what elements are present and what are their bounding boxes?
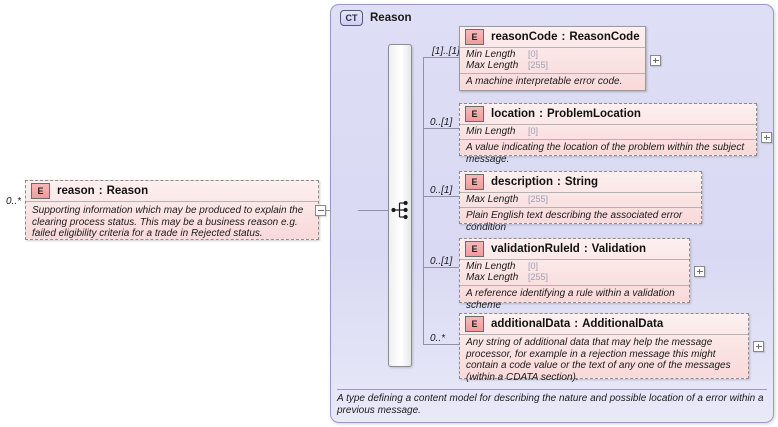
element-annotation-description: Plain English text describing the associ… bbox=[460, 207, 701, 236]
facet-label: Min Length bbox=[466, 126, 516, 137]
element-facets-location: Min Length [0] bbox=[460, 124, 756, 139]
complex-type-name: Reason bbox=[370, 12, 412, 24]
element-box-validationRuleId[interactable]: E validationRuleId : Validation Min Leng… bbox=[459, 238, 690, 311]
complex-type-title: CT Reason bbox=[340, 10, 412, 26]
facet-value: [255] bbox=[528, 272, 549, 282]
element-type-reasonCode: ReasonCode bbox=[569, 31, 640, 43]
element-badge-icon: E bbox=[465, 241, 484, 257]
facet-value: [0] bbox=[528, 49, 539, 59]
complex-type-badge-icon: CT bbox=[340, 10, 363, 26]
element-header-reasonCode: E reasonCode : ReasonCode bbox=[460, 27, 645, 47]
element-box-description[interactable]: E description : String Max Length [255] … bbox=[459, 171, 702, 233]
cardinality-reasonCode: [1]..[1] bbox=[432, 46, 460, 57]
connector-branch-trunk bbox=[423, 57, 424, 345]
facet-value: [255] bbox=[528, 60, 549, 70]
facet-label: Min Length bbox=[466, 49, 516, 60]
element-header-validationRuleId: E validationRuleId : Validation bbox=[460, 239, 689, 259]
element-type-additionalData: AdditionalData bbox=[582, 318, 664, 330]
element-type-validationRuleId: Validation bbox=[591, 243, 646, 255]
facet-row: Min Length [0] bbox=[466, 49, 639, 60]
expander-additionalData-expand[interactable] bbox=[753, 341, 764, 352]
expander-location-expand[interactable] bbox=[761, 132, 772, 143]
element-badge-icon: E bbox=[465, 316, 484, 332]
element-facets-validationRuleId: Min Length [0] Max Length [255] bbox=[460, 259, 689, 285]
element-facets-description: Max Length [255] bbox=[460, 192, 701, 207]
element-type-description: String bbox=[564, 176, 599, 188]
facet-row: Min Length [0] bbox=[466, 126, 750, 137]
expander-validationRuleId-expand[interactable] bbox=[694, 266, 705, 277]
complex-type-footer-annotation: A type defining a content model for desc… bbox=[337, 389, 767, 416]
element-badge-icon: E bbox=[465, 174, 484, 190]
facet-label: Max Length bbox=[466, 60, 519, 71]
expander-reasonCode-expand[interactable] bbox=[650, 55, 661, 66]
element-type-separator: : bbox=[561, 31, 566, 43]
element-type-separator: : bbox=[539, 108, 543, 120]
element-box-reason[interactable]: E reason : Reason Supporting information… bbox=[25, 180, 319, 240]
connector-to-location bbox=[423, 128, 459, 129]
cardinality-reason: 0..* bbox=[6, 196, 22, 207]
element-facets-reasonCode: Min Length [0] Max Length [255] bbox=[460, 47, 645, 73]
facet-value: [0] bbox=[528, 126, 539, 136]
element-name-location: location bbox=[491, 108, 536, 120]
connector-to-additionalData bbox=[423, 344, 459, 345]
facet-row: Max Length [255] bbox=[466, 194, 695, 205]
element-name-additionalData: additionalData bbox=[491, 318, 571, 330]
facet-row: Max Length [255] bbox=[466, 272, 683, 283]
element-name-reasonCode: reasonCode bbox=[491, 31, 558, 43]
cardinality-description: 0..[1] bbox=[430, 185, 453, 196]
element-name-description: description bbox=[491, 176, 553, 188]
element-badge-icon: E bbox=[31, 183, 50, 199]
element-annotation-reasonCode: A machine interpretable error code. bbox=[460, 73, 645, 91]
connector-to-description bbox=[423, 196, 459, 197]
element-type-location: ProblemLocation bbox=[546, 108, 641, 120]
cardinality-additionalData: 0..* bbox=[430, 333, 446, 344]
facet-value: [255] bbox=[528, 194, 549, 204]
facet-row: Min Length [0] bbox=[466, 261, 683, 272]
element-type-reason: Reason bbox=[106, 185, 149, 197]
element-type-separator: : bbox=[556, 176, 561, 188]
element-type-separator: : bbox=[574, 318, 579, 330]
element-name-validationRuleId: validationRuleId bbox=[491, 243, 580, 255]
element-annotation-location: A value indicating the location of the p… bbox=[460, 139, 756, 168]
connector-to-validationRuleId bbox=[423, 267, 459, 268]
element-badge-icon: E bbox=[465, 106, 484, 122]
element-header-additionalData: E additionalData : AdditionalData bbox=[460, 314, 748, 334]
element-annotation-validationRuleId: A reference identifying a rule within a … bbox=[460, 285, 689, 314]
element-header-location: E location : ProblemLocation bbox=[460, 104, 756, 124]
expander-reason-collapse[interactable] bbox=[315, 205, 326, 216]
connector-ct-to-sequence bbox=[358, 210, 389, 211]
element-box-additionalData[interactable]: E additionalData : AdditionalData Any st… bbox=[459, 313, 749, 383]
element-annotation-additionalData: Any string of additional data that may h… bbox=[460, 334, 748, 386]
sequence-icon bbox=[391, 200, 408, 220]
element-annotation-reason: Supporting information which may be prod… bbox=[26, 201, 318, 243]
element-badge-icon: E bbox=[465, 29, 484, 45]
cardinality-validationRuleId: 0..[1] bbox=[430, 256, 453, 267]
connector-to-reasonCode bbox=[423, 57, 459, 58]
element-header-reason: E reason : Reason bbox=[26, 181, 318, 201]
facet-label: Max Length bbox=[466, 272, 519, 283]
element-box-location[interactable]: E location : ProblemLocation Min Length … bbox=[459, 103, 757, 165]
element-header-description: E description : String bbox=[460, 172, 701, 192]
element-type-separator: : bbox=[583, 243, 588, 255]
element-name-reason: reason bbox=[57, 185, 95, 197]
facet-value: [0] bbox=[528, 261, 539, 271]
facet-label: Min Length bbox=[466, 261, 516, 272]
element-box-reasonCode[interactable]: E reasonCode : ReasonCode Min Length [0]… bbox=[459, 26, 646, 91]
cardinality-location: 0..[1] bbox=[430, 117, 453, 128]
facet-row: Max Length [255] bbox=[466, 60, 639, 71]
facet-label: Max Length bbox=[466, 194, 519, 205]
element-type-separator: : bbox=[98, 185, 103, 197]
